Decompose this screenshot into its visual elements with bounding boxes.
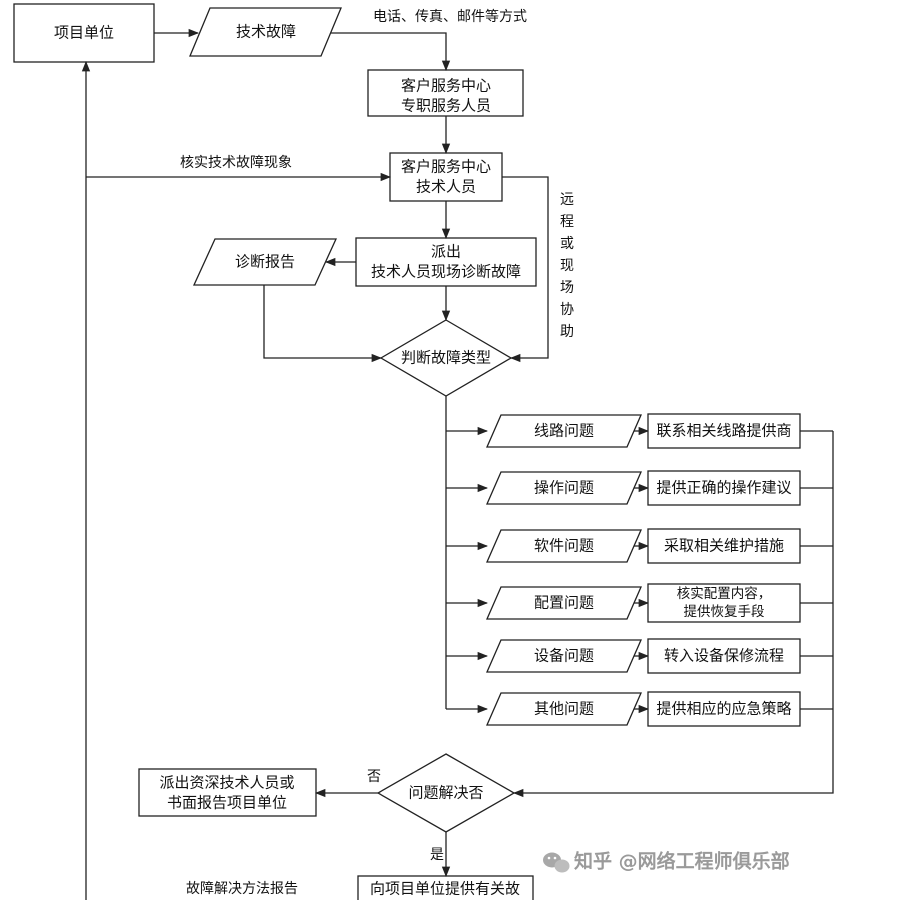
problem-label: 软件问题 <box>534 537 594 555</box>
remote-char: 现 <box>560 258 574 274</box>
dispatch-line2: 技术人员现场诊断故障 <box>371 263 521 281</box>
resolved-label: 问题解决否 <box>408 784 483 802</box>
problem-label: 设备问题 <box>534 647 594 665</box>
resolved-node: 问题解决否 <box>376 753 516 833</box>
action-node: 转入设备保修流程 <box>647 638 801 674</box>
judge-type-node: 判断故障类型 <box>379 319 513 397</box>
remote-char: 程 <box>560 214 574 230</box>
action-node: 采取相关维护措施 <box>647 528 801 564</box>
senior-staff-line1: 派出资深技术人员或 <box>159 774 294 792</box>
diag-report-node: 诊断报告 <box>192 238 338 286</box>
problem-label: 操作问题 <box>534 479 594 497</box>
diag-report-label: 诊断报告 <box>235 253 295 271</box>
problem-node: 其他问题 <box>486 692 642 726</box>
wechat-icon <box>543 852 570 873</box>
project-unit-label: 项目单位 <box>54 24 114 42</box>
cs-tech-line2: 技术人员 <box>416 178 476 196</box>
problem-label: 配置问题 <box>534 594 594 612</box>
provide-report-node: 向项目单位提供有关故 <box>357 875 534 900</box>
cs-staff-line1: 客户服务中心 <box>401 77 491 95</box>
connectors <box>81 28 834 900</box>
category-row: 设备问题 转入设备保修流程 <box>446 638 833 674</box>
cs-tech-node: 客户服务中心 技术人员 <box>389 152 503 202</box>
problem-label: 线路问题 <box>534 422 594 440</box>
no-label: 否 <box>367 769 381 785</box>
action-label: 联系相关线路提供商 <box>656 422 791 440</box>
remote-onsite-label: 远 程 或 现 场 协 助 <box>560 192 574 340</box>
problem-node: 软件问题 <box>486 529 642 563</box>
project-unit-node: 项目单位 <box>13 3 155 63</box>
action-label: 采取相关维护措施 <box>664 537 784 555</box>
cs-staff-line2: 专职服务人员 <box>401 97 491 115</box>
category-row: 其他问题 提供相应的应急策略 <box>446 691 833 727</box>
dispatch-line1: 派出 <box>431 243 461 261</box>
watermark: 知乎 @网络工程师俱乐部 <box>543 850 790 873</box>
action-node: 核实配置内容，提供恢复手段 <box>647 583 801 623</box>
senior-staff-node: 派出资深技术人员或 书面报告项目单位 <box>138 768 317 817</box>
action-label: 核实配置内容， <box>677 585 772 602</box>
action-label: 提供相应的应急策略 <box>656 700 791 718</box>
tech-fault-node: 技术故障 <box>189 7 342 57</box>
category-row: 配置问题 核实配置内容，提供恢复手段 <box>446 583 833 623</box>
remote-char: 场 <box>560 280 574 296</box>
action-label: 转入设备保修流程 <box>664 647 784 665</box>
contact-methods-label: 电话、传真、邮件等方式 <box>373 8 527 25</box>
yes-label: 是 <box>430 847 444 863</box>
action-label: 提供正确的操作建议 <box>656 479 791 497</box>
remote-char: 远 <box>560 192 574 208</box>
remote-char: 助 <box>560 324 574 340</box>
tech-fault-label: 技术故障 <box>236 23 296 41</box>
dispatch-node: 派出 技术人员现场诊断故障 <box>355 237 537 287</box>
problem-node: 线路问题 <box>486 414 642 448</box>
action-node: 提供正确的操作建议 <box>647 470 801 506</box>
cs-tech-line1: 客户服务中心 <box>401 158 491 176</box>
remote-char: 或 <box>560 236 574 252</box>
category-row: 软件问题 采取相关维护措施 <box>446 528 833 564</box>
watermark-text: 知乎 @网络工程师俱乐部 <box>574 850 790 873</box>
verify-phenomenon-label: 核实技术故障现象 <box>180 155 292 171</box>
action-label: 提供恢复手段 <box>684 603 765 620</box>
problem-node: 设备问题 <box>486 639 642 673</box>
action-node: 联系相关线路提供商 <box>647 413 801 449</box>
provide-report-label: 向项目单位提供有关故 <box>370 880 520 898</box>
problem-node: 操作问题 <box>486 471 642 505</box>
judge-type-label: 判断故障类型 <box>401 349 491 367</box>
category-row: 线路问题 联系相关线路提供商 <box>446 413 833 449</box>
cs-staff-node: 客户服务中心 专职服务人员 <box>367 69 524 117</box>
solution-report-label: 故障解决方法报告 <box>186 881 298 897</box>
problem-label: 其他问题 <box>534 700 594 718</box>
action-node: 提供相应的应急策略 <box>647 691 801 727</box>
remote-char: 协 <box>560 302 574 318</box>
problem-node: 配置问题 <box>486 586 642 620</box>
category-row: 操作问题 提供正确的操作建议 <box>446 470 833 506</box>
senior-staff-line2: 书面报告项目单位 <box>167 794 287 812</box>
